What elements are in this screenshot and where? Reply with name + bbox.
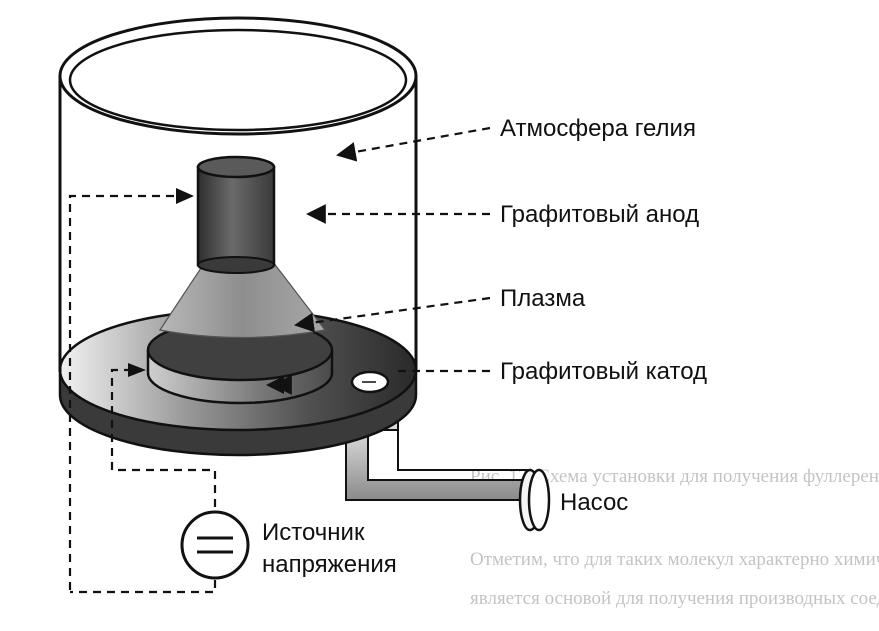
bleed-line-2: Отметим, что для таких молекул характерн…	[470, 549, 879, 570]
glass-cylinder	[58, 16, 418, 372]
pump-flange	[518, 468, 551, 532]
graphite-anode	[196, 155, 276, 274]
label-plasma: Плазма	[500, 285, 586, 312]
label-helium-atmosphere: Атмосфера гелия	[500, 115, 696, 142]
cathode-arrow	[266, 376, 284, 394]
label-graphite-cathode: Графитовый катод	[500, 358, 707, 385]
bleed-line-3: является основой для получения производн…	[470, 588, 879, 609]
label-graphite-anode: Графитовый анод	[500, 201, 699, 228]
plasma	[159, 261, 327, 339]
voltage-source-icon	[180, 510, 250, 580]
wiring-arrows	[128, 188, 194, 377]
circuit-wiring	[68, 194, 217, 594]
label-pump: Насос	[560, 489, 628, 516]
label-voltage-source-line1: Источник	[262, 519, 365, 546]
bleed-line-1: Рис. 12. Схема установки для получения ф…	[470, 466, 879, 487]
pump-port-icon	[350, 370, 390, 394]
label-voltage-source-line2: напряжения	[262, 551, 397, 578]
bleed-through-text: Рис. 12. Схема установки для получения ф…	[470, 466, 879, 609]
